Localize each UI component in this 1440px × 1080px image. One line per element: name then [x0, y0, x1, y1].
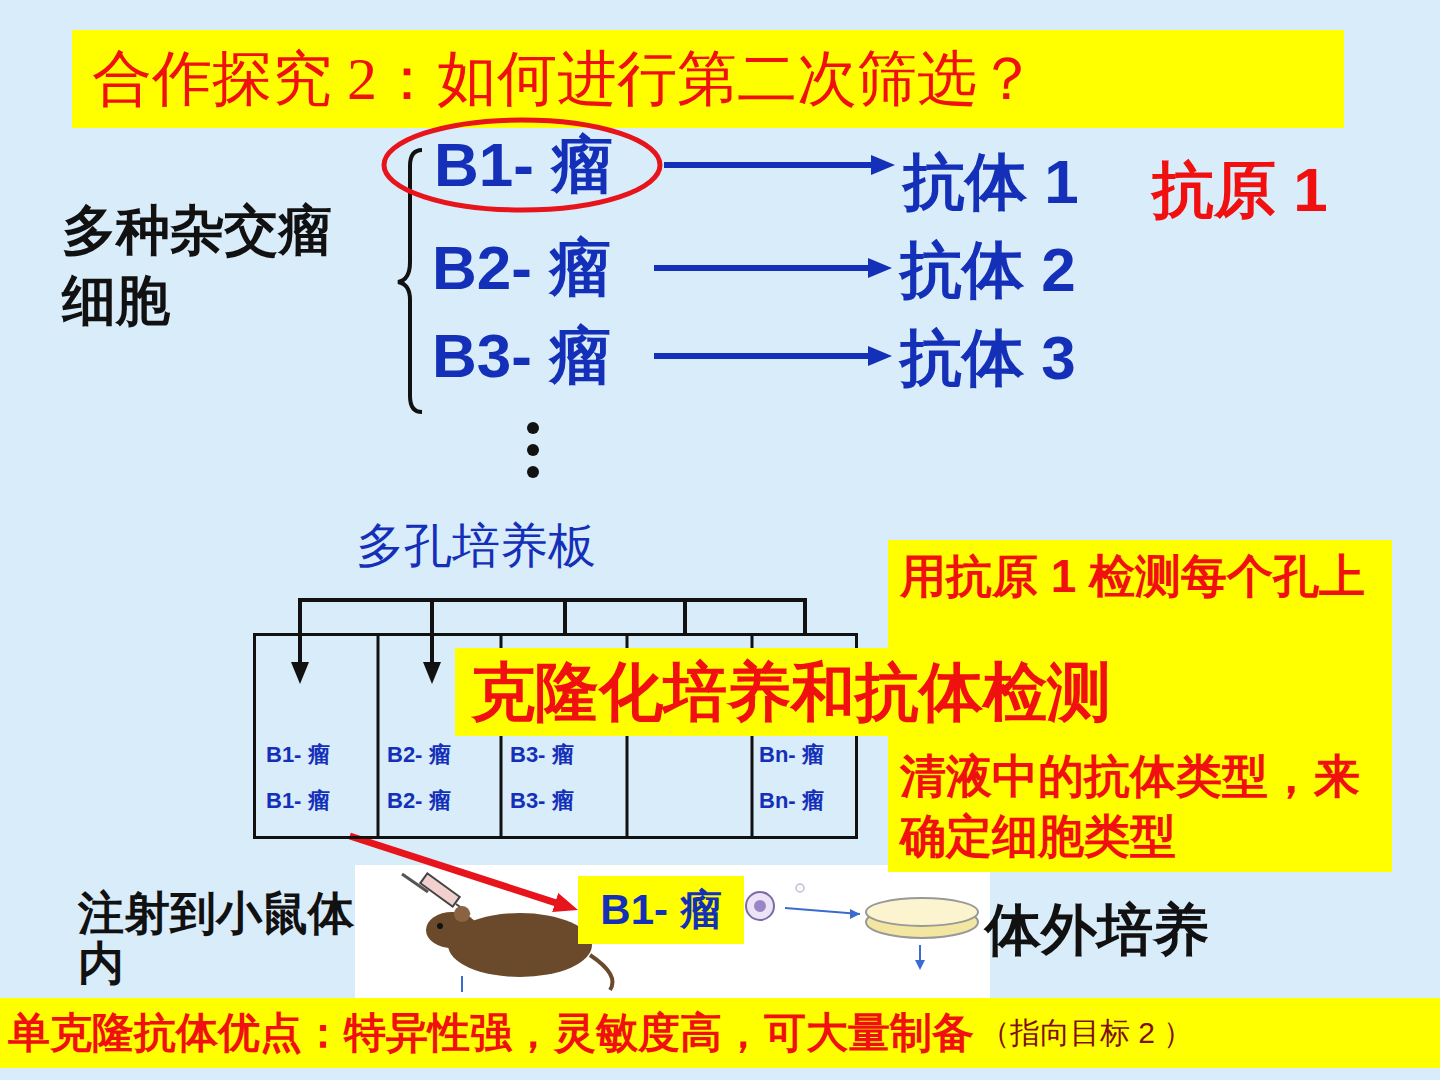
node-text: B1- 瘤 — [600, 882, 721, 938]
node-text: （指向目标 2 ） — [980, 1013, 1193, 1054]
arrowhead — [291, 662, 309, 684]
ellipsis-dot — [527, 444, 539, 456]
step-label: 体外培养 — [985, 893, 1209, 969]
ellipsis-dot — [527, 466, 539, 478]
node-text: B2- 瘤 — [432, 226, 611, 310]
cell-tag: B1- 瘤 — [578, 876, 744, 944]
highlight-ellipse-outline — [384, 120, 660, 210]
node-text: Bn- 瘤 — [759, 732, 853, 778]
overlay-banner: 克隆化培养和抗体检测 — [455, 648, 1345, 736]
antigen-label: 抗原 1 — [1152, 148, 1328, 232]
title-text: 合作探究 2：如何进行第二次筛选？ — [92, 39, 1037, 120]
node-text: B2- 瘤 — [387, 732, 504, 778]
arrowhead — [423, 662, 441, 684]
summary-band: 单克隆抗体优点：特异性强，灵敏度高，可大量制备（指向目标 2 ） — [0, 998, 1440, 1068]
antibody-label: 抗体 2 — [892, 228, 1114, 312]
arrow-connector — [350, 836, 563, 905]
cell-label: B3- 瘤 — [432, 314, 654, 398]
node-text: Bn- 瘤 — [759, 778, 853, 824]
title-band: 合作探究 2：如何进行第二次筛选？ — [72, 30, 1344, 128]
group-label: 多种杂交瘤细胞 — [62, 195, 362, 335]
antibody-label: 抗体 3 — [892, 316, 1114, 400]
node-text: B3- 瘤 — [510, 778, 630, 824]
node-text: 克隆化培养和抗体检测 — [471, 649, 1111, 736]
node-text: 抗体 2 — [900, 228, 1076, 312]
step-label: 注射到小鼠体内 — [78, 888, 378, 988]
plate-well: B1- 瘤B1- 瘤 — [256, 636, 381, 836]
arrow-connector — [654, 265, 876, 271]
illustration-ground — [355, 865, 990, 998]
node-text: B2- 瘤 — [387, 778, 504, 824]
circled-cell-label: B1- 瘤 — [380, 116, 664, 214]
ellipsis-dot — [527, 422, 539, 434]
culture-dish — [866, 898, 978, 970]
cell-label: B2- 瘤 — [432, 226, 654, 310]
node-text: 抗体 1 — [903, 140, 1079, 224]
node-text: B3- 瘤 — [510, 732, 630, 778]
node-text: B1- 瘤 — [434, 123, 613, 207]
node-text: B1- 瘤 — [266, 732, 381, 778]
node-text: 多孔培养板 — [356, 514, 596, 578]
arrow-connector — [654, 353, 876, 359]
arrow-connector — [664, 162, 879, 168]
node-text: B1- 瘤 — [266, 778, 381, 824]
antibody-label: 抗体 1 — [895, 140, 1117, 224]
node-text: B3- 瘤 — [432, 314, 611, 398]
node-text: 单克隆抗体优点：特异性强，灵敏度高，可大量制备 — [8, 1005, 974, 1061]
node-text: 抗体 3 — [900, 316, 1076, 400]
